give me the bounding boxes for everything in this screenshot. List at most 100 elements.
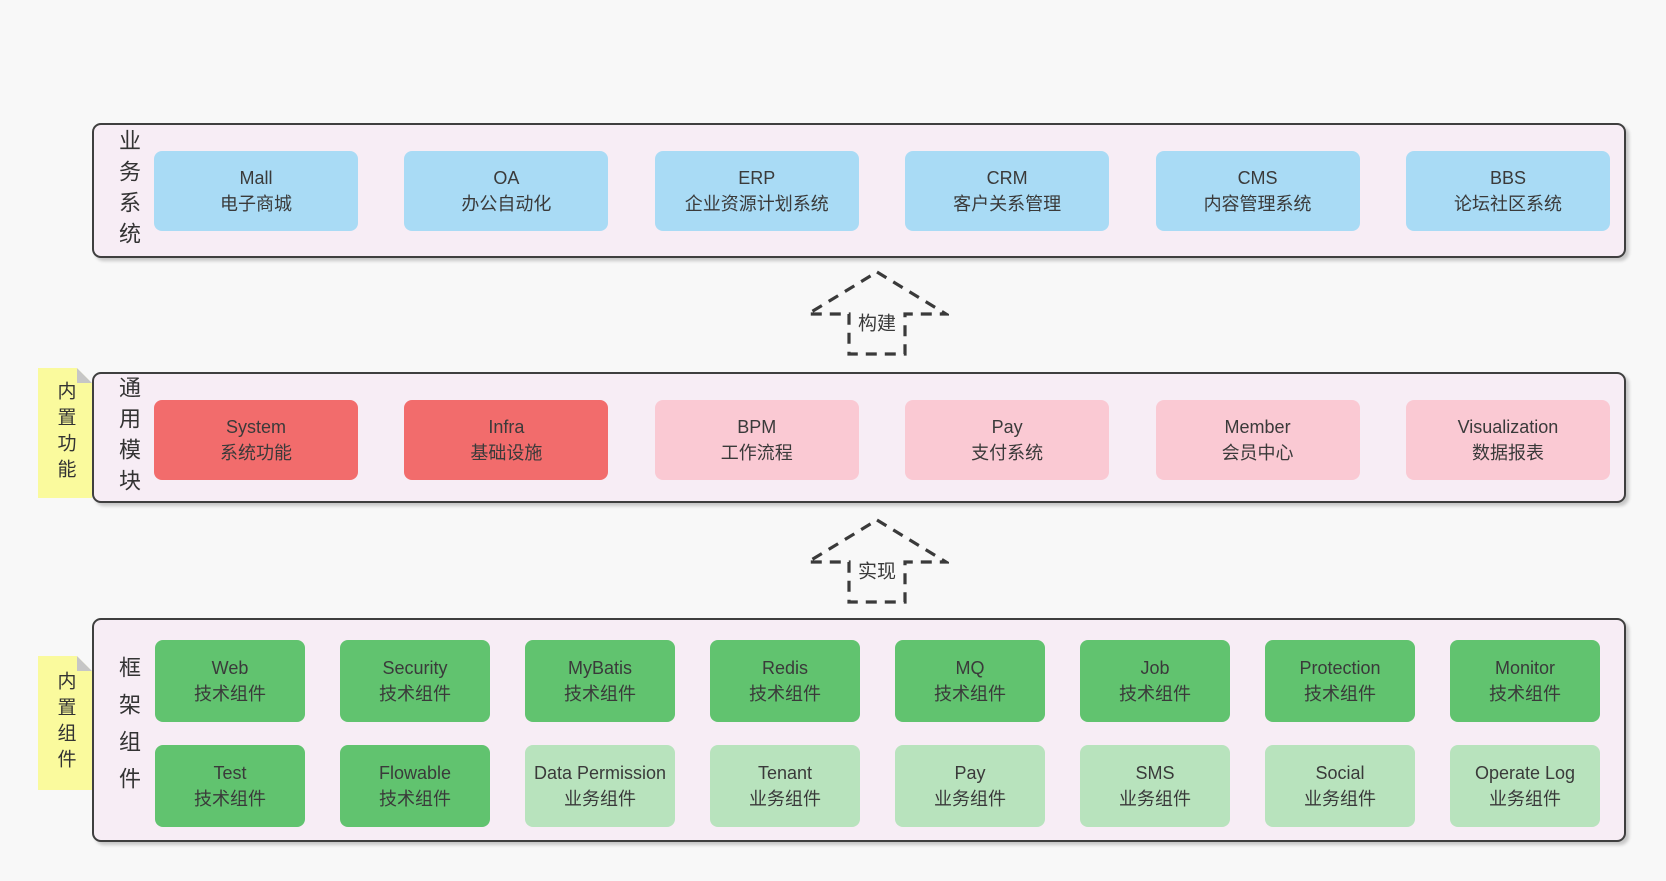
box-title: Member: [1224, 417, 1291, 437]
box-redis: Redis 技术组件: [710, 640, 860, 722]
box-title: Redis: [761, 658, 809, 678]
box-subtitle: 业务组件: [1489, 789, 1561, 809]
box-subtitle: 技术组件: [379, 789, 451, 809]
box-subtitle: 业务组件: [564, 789, 636, 809]
box-title: OA: [493, 168, 520, 188]
box-subtitle: 内容管理系统: [1203, 194, 1312, 214]
box-oa: OA 办公自动化: [404, 151, 609, 231]
box-subtitle: 工作流程: [720, 443, 793, 463]
box-subtitle: 技术组件: [1304, 684, 1376, 704]
box-title: MyBatis: [567, 658, 632, 678]
box-pay: Pay 支付系统: [905, 400, 1110, 480]
common-modules-row: System 系统功能 Infra 基础设施 BPM 工作流程 Pay 支付系统…: [154, 400, 1610, 480]
box-subtitle: 技术组件: [194, 684, 266, 704]
box-title: Monitor: [1494, 658, 1556, 678]
panel-label-business-systems: 业务系统: [116, 128, 141, 253]
note-text: 内置功能: [54, 381, 76, 485]
box-subtitle: 数据报表: [1471, 443, 1544, 463]
box-title: Flowable: [378, 763, 452, 783]
box-subtitle: 技术组件: [934, 684, 1006, 704]
box-title: Infra: [488, 417, 525, 437]
up-arrow-dashed-icon: [805, 270, 949, 356]
sticky-note-built-in-components: 内置组件: [38, 656, 92, 790]
build-arrow: 构建: [805, 269, 949, 357]
note-fold-icon: [77, 656, 92, 671]
box-test: Test 技术组件: [155, 745, 305, 827]
note-fold-icon: [77, 368, 92, 383]
box-visualization: Visualization 数据报表: [1405, 400, 1610, 480]
box-tenant: Tenant 业务组件: [710, 745, 860, 827]
panel-label-framework-components: 框架组件: [116, 656, 141, 804]
box-operate-log: Operate Log 业务组件: [1450, 745, 1600, 827]
framework-components-panel: 框架组件 Web 技术组件 Security 技术组件 MyBatis 技术组件…: [92, 618, 1626, 842]
box-protection: Protection 技术组件: [1265, 640, 1415, 722]
framework-row-1: Web 技术组件 Security 技术组件 MyBatis 技术组件 Redi…: [155, 640, 1600, 722]
box-subtitle: 业务组件: [1119, 789, 1191, 809]
box-title: Protection: [1299, 658, 1381, 678]
box-cms: CMS 内容管理系统: [1155, 151, 1360, 231]
box-monitor: Monitor 技术组件: [1450, 640, 1600, 722]
box-subtitle: 支付系统: [971, 443, 1044, 463]
box-title: ERP: [738, 168, 776, 188]
box-title: CRM: [986, 168, 1028, 188]
note-text: 内置组件: [54, 671, 76, 775]
box-title: Tenant: [757, 763, 813, 783]
box-data-permission: Data Permission 业务组件: [525, 745, 675, 827]
box-title: CMS: [1237, 168, 1278, 188]
box-title: MQ: [955, 658, 985, 678]
box-sms: SMS 业务组件: [1080, 745, 1230, 827]
box-subtitle: 业务组件: [749, 789, 821, 809]
box-social: Social 业务组件: [1265, 745, 1415, 827]
box-mall: Mall 电子商城: [154, 151, 358, 231]
box-title: Data Permission: [533, 763, 667, 783]
box-security: Security 技术组件: [340, 640, 490, 722]
business-systems-row: Mall 电子商城 OA 办公自动化 ERP 企业资源计划系统 CRM 客户关系…: [154, 151, 1610, 231]
box-title: Mall: [239, 168, 273, 188]
box-web: Web 技术组件: [155, 640, 305, 722]
box-title: Security: [382, 658, 448, 678]
sticky-note-built-in-features: 内置功能: [38, 368, 92, 498]
arrow-label: 构建: [854, 308, 900, 336]
box-subtitle: 业务组件: [1304, 789, 1376, 809]
box-flowable: Flowable 技术组件: [340, 745, 490, 827]
business-systems-panel: 业务系统 Mall 电子商城 OA 办公自动化 ERP 企业资源计划系统 CRM…: [92, 123, 1626, 258]
box-crm: CRM 客户关系管理: [905, 151, 1110, 231]
box-subtitle: 系统功能: [220, 443, 292, 463]
box-member: Member 会员中心: [1155, 400, 1360, 480]
box-subtitle: 电子商城: [220, 194, 292, 214]
box-subtitle: 技术组件: [379, 684, 451, 704]
box-title: Pay: [954, 763, 986, 783]
box-infra: Infra 基础设施: [404, 400, 609, 480]
box-subtitle: 技术组件: [1489, 684, 1561, 704]
up-arrow-dashed-icon: [805, 518, 949, 604]
box-title: Social: [1315, 763, 1365, 783]
box-subtitle: 基础设施: [470, 443, 543, 463]
box-mybatis: MyBatis 技术组件: [525, 640, 675, 722]
box-bpm: BPM 工作流程: [654, 400, 859, 480]
box-subtitle: 技术组件: [749, 684, 821, 704]
box-title: SMS: [1135, 763, 1175, 783]
box-subtitle: 办公自动化: [461, 194, 552, 214]
implement-arrow: 实现: [805, 517, 949, 605]
box-title: Job: [1140, 658, 1170, 678]
box-subtitle: 技术组件: [194, 789, 266, 809]
panel-label-common-modules: 通用模块: [116, 375, 141, 500]
box-subtitle: 论坛社区系统: [1453, 194, 1562, 214]
box-title: System: [225, 417, 286, 437]
box-subtitle: 技术组件: [564, 684, 636, 704]
arrow-label: 实现: [854, 556, 900, 584]
box-system: System 系统功能: [154, 400, 358, 480]
box-title: BBS: [1489, 168, 1526, 188]
box-bbs: BBS 论坛社区系统: [1405, 151, 1610, 231]
box-subtitle: 客户关系管理: [953, 194, 1062, 214]
box-erp: ERP 企业资源计划系统: [654, 151, 859, 231]
box-pay-biz: Pay 业务组件: [895, 745, 1045, 827]
box-subtitle: 技术组件: [1119, 684, 1191, 704]
box-title: Test: [213, 763, 247, 783]
common-modules-panel: 通用模块 System 系统功能 Infra 基础设施 BPM 工作流程 Pay…: [92, 372, 1626, 503]
box-title: Pay: [991, 417, 1023, 437]
framework-row-2: Test 技术组件 Flowable 技术组件 Data Permission …: [155, 745, 1600, 827]
box-subtitle: 会员中心: [1221, 443, 1294, 463]
box-subtitle: 企业资源计划系统: [684, 194, 829, 214]
